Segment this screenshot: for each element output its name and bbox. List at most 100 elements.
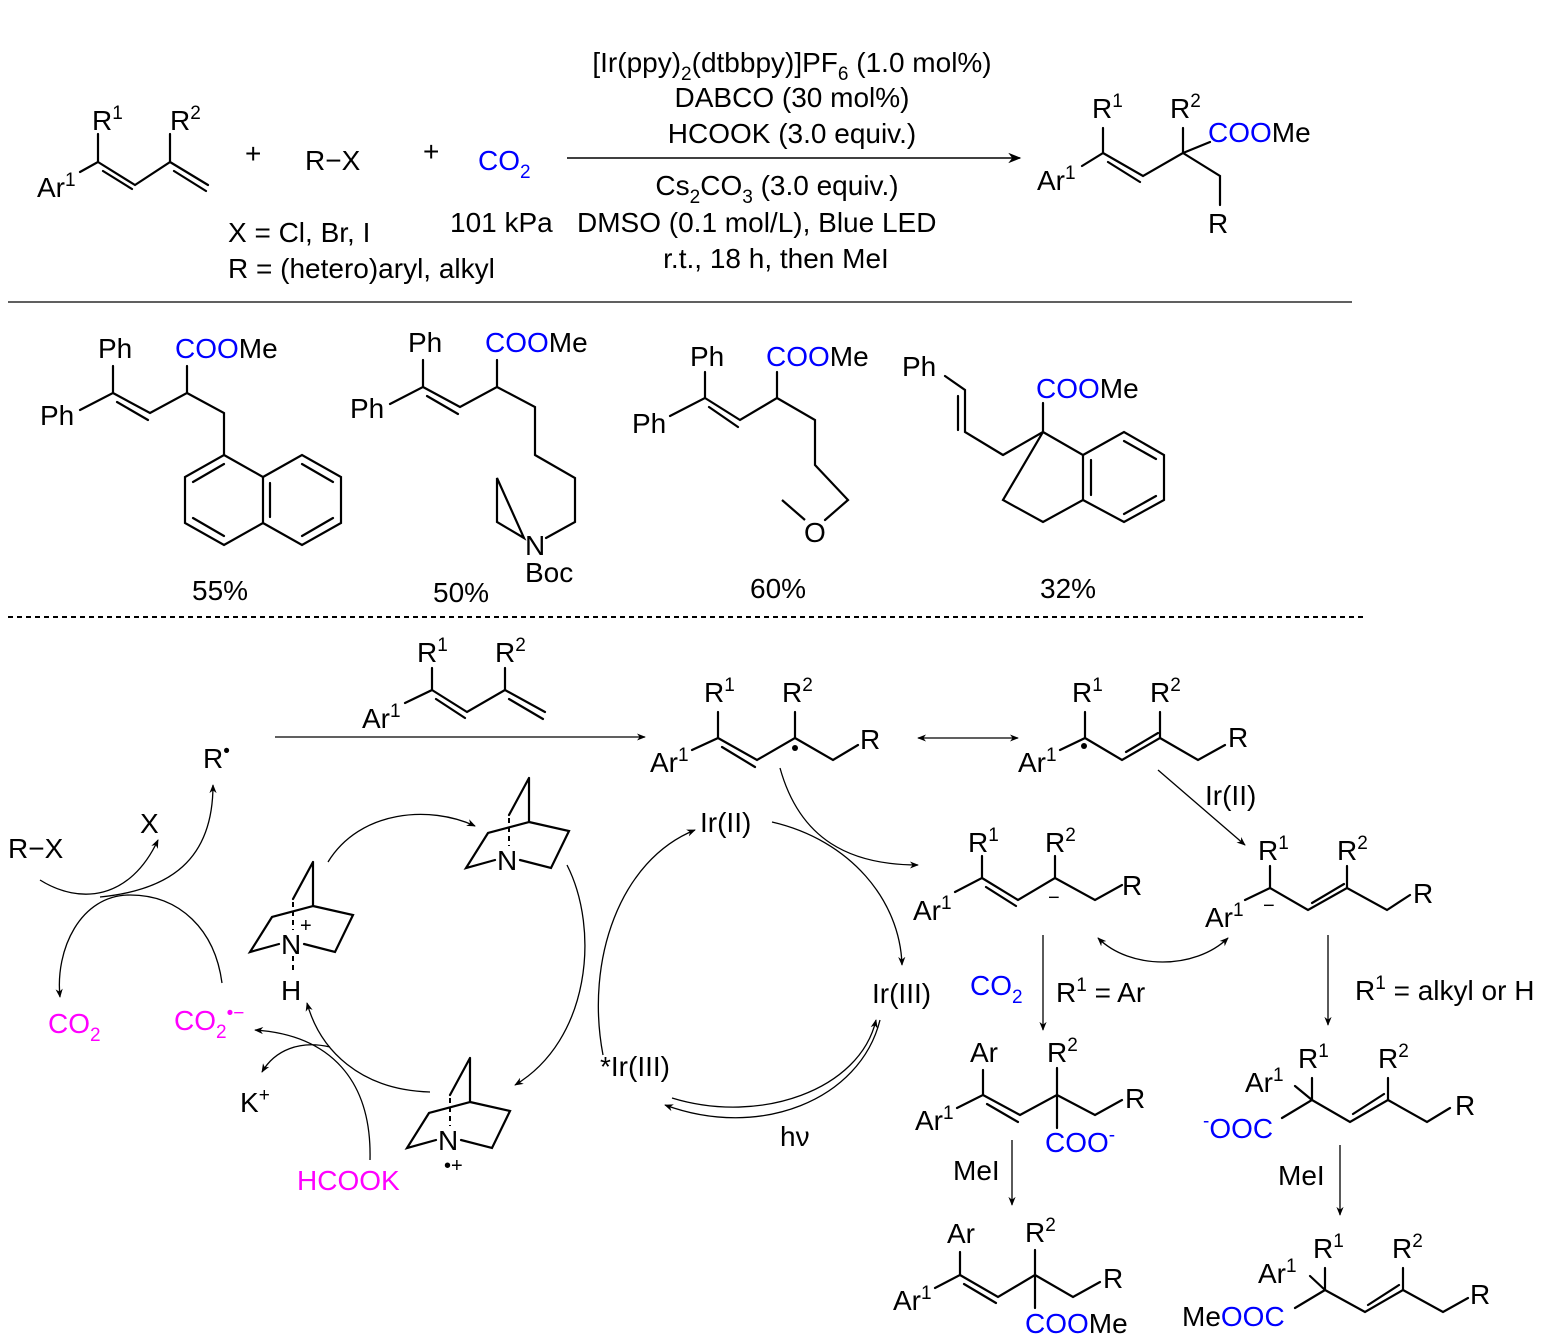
product-structure: Ar1 R1 R2 COOMe R [1037,91,1311,239]
example-tetralinyl: Ph COOMe 32% [902,351,1166,604]
potassium-arrow [261,1044,331,1073]
ester-bonds [1293,1266,1470,1314]
co2-reactant: CO2 [478,145,531,183]
plus-sign: + [245,138,261,169]
radical-dot [792,745,798,751]
r-label: R [1208,208,1228,239]
ar1-label: Ar1 [1037,163,1076,196]
ester-label: COOMe [1208,117,1311,148]
positive-charge: + [300,915,312,937]
yield-label: 50% [433,577,489,608]
r2-label: R2 [1047,1035,1078,1068]
nitrogen-label: N [497,845,517,876]
carboxylate-bonds [1280,1076,1452,1124]
phenyl-label: Ph [350,393,384,424]
ar1-label: Ar1 [913,893,952,926]
catalyst-condition: [Ir(ppy)2(dtbbpy)]PF6 (1.0 mol%) [592,47,991,85]
phenyl-label: Ph [902,351,936,382]
anion-bonds [953,854,1124,908]
radical-formation-arrow [99,784,217,898]
ar1-label: Ar1 [650,745,689,778]
radical-cation-sign: •+ [444,1155,463,1177]
ester-label: COOMe [1036,373,1139,404]
carboxylate-1: Ar Ar1 R2 R COO- [915,1035,1145,1158]
co2-release-arrow [55,894,223,998]
ir2-label: Ir(II) [700,807,751,838]
carboxylate-bonds [955,1066,1124,1130]
example-piperidinyl: Ph Ph COOMe N Boc 50% [350,327,588,608]
x-note: X = Cl, Br, I [228,217,370,248]
example-bonds [943,374,1166,524]
benzylic-radical-1: Ar1 R1 R2 R [650,675,880,778]
example-oxetanyl: Ph Ph COOMe O 60% [632,341,869,604]
oxygen-label: O [804,517,826,548]
r1-label: R1 [1072,675,1103,708]
ester-label: COOMe [485,327,588,358]
cage-bonds [463,776,571,870]
ar1-label: Ar1 [915,1103,954,1136]
quench-arrow [597,829,696,1056]
light-label: hν [780,1121,810,1152]
carbonate-condition: Cs2CO3 (3.0 equiv.) [655,170,898,208]
phenyl-label: Ph [690,341,724,372]
cage-bonds [404,1056,512,1150]
starting-diene: Ar1 R1 R2 [37,103,210,203]
example-naphthyl: Ph Ph COOMe 55% [40,333,343,606]
halide-arrow [39,839,159,895]
hat-cycle-arrow [305,1002,431,1093]
r-label: R [1125,1083,1145,1114]
phenyl-label: Ph [40,400,74,431]
nitrogen-label: N [438,1125,458,1156]
ester-label: COOMe [175,333,278,364]
r1-label: R1 [92,103,123,136]
mei-reagent: MeI [1278,1160,1325,1191]
nitrogen-label: N [281,929,301,960]
ir2-label: Ir(II) [1205,780,1256,811]
carboxylate-label: -OOC [1203,1111,1273,1144]
ir2-to-ir3-arrow [771,821,906,966]
diene-bonds [78,132,210,193]
hcook-reagent: HCOOK [297,1165,400,1196]
benzylic-radical-2: Ar1 R1 R2 R [1018,675,1248,778]
co2-radical-anion: CO2•− [174,1003,244,1043]
hydrogen-label: H [281,975,301,1006]
anion-bonds [1243,864,1412,912]
r2-label: R2 [1150,675,1181,708]
relaxation-arrow [671,1019,878,1108]
hat-arrow [254,1026,371,1161]
radical-bonds [1058,710,1227,762]
r-label: R [1455,1090,1475,1121]
negative-charge: − [1263,895,1275,917]
r2-label: R2 [1045,825,1076,858]
ar1-label: Ar1 [1018,745,1057,778]
reductant-condition: HCOOK (3.0 equiv.) [668,118,916,149]
aryl-condition: R1 = Ar [1056,975,1145,1008]
plus-sign: + [423,136,439,167]
allyl-anion-1: Ar1 R1 R2 R − [913,825,1142,926]
example-bonds [78,364,343,547]
time-condition: r.t., 18 h, then MeI [663,243,889,274]
cage-bonds [247,860,355,954]
co2-product: CO2 [48,1008,101,1046]
alkyl-radical: R• [203,741,230,774]
alkyl-halide: R−X [305,145,361,176]
anion-resonance-arrow [1097,937,1229,963]
r-label: R [1103,1263,1123,1294]
r-label: R [1228,722,1248,753]
ester-product-2: Ar1 R1 R2 R MeOOC [1182,1231,1490,1332]
base-condition: DABCO (30 mol%) [675,82,910,113]
diene-bonds [403,666,547,721]
negative-charge: − [1048,887,1060,909]
r-label: R [1413,878,1433,909]
pressure: 101 kPa [450,207,553,238]
r1-label: R1 [704,675,735,708]
r-note: R = (hetero)aryl, alkyl [228,253,495,284]
carboxylate-label: COO- [1045,1125,1115,1158]
r2-label: R2 [782,675,813,708]
nitrogen-label: N [525,530,545,561]
r2-label: R2 [1378,1041,1409,1074]
co2-reagent: CO2 [970,970,1023,1008]
potassium-ion: K+ [240,1085,270,1118]
ester-label: COOMe [1025,1308,1128,1339]
